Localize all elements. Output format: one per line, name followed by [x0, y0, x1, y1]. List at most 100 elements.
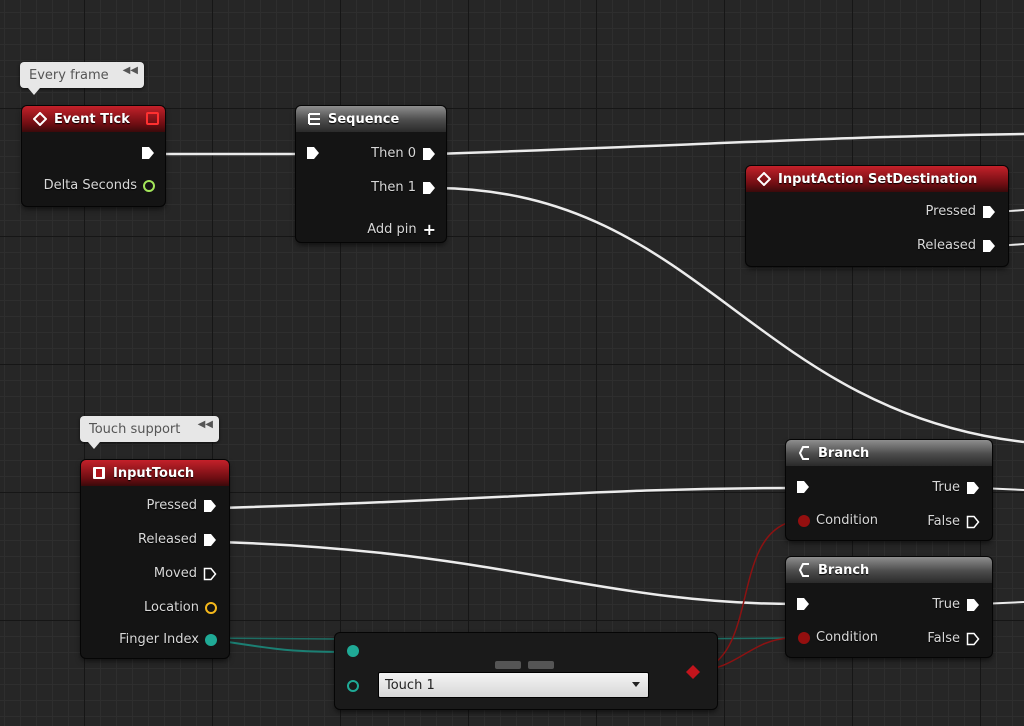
pin-label: Condition [816, 513, 879, 528]
pin-label: Condition [816, 630, 879, 645]
equal-enum-node[interactable]: Touch 1 [335, 633, 717, 709]
exec-pin-icon [307, 147, 319, 159]
add-pin-button[interactable]: Add pin + [367, 219, 436, 239]
chevron-down-icon [632, 682, 640, 687]
exec-input-pin[interactable] [796, 480, 810, 494]
true-pin[interactable]: True [932, 597, 980, 612]
node-title: InputAction SetDestination [778, 171, 978, 187]
exec-pin-outline-icon [966, 515, 980, 528]
exec-output-pin[interactable] [141, 146, 155, 160]
pin-label: Location [144, 600, 199, 615]
node-header: Sequence [296, 106, 446, 132]
node-header: InputTouch [81, 460, 229, 486]
exec-pin-icon [423, 181, 435, 194]
pin-label: True [932, 597, 960, 612]
pressed-pin[interactable]: Pressed [926, 204, 996, 219]
float-pin-icon [143, 179, 155, 192]
exec-pin-icon [967, 481, 979, 494]
node-grip-icon [495, 661, 521, 669]
pin-label: Pressed [146, 498, 197, 513]
exec-pin-icon [204, 533, 216, 546]
collapse-icon[interactable]: ◀◀ [122, 65, 138, 76]
collapse-icon[interactable]: ◀◀ [197, 419, 213, 430]
pin-label: False [927, 631, 960, 646]
exec-pin-icon [983, 239, 995, 252]
comment-bubble-touch-support[interactable]: Touch support ◀◀ [80, 416, 219, 449]
comment-bubble-every-frame[interactable]: Every frame ◀◀ [20, 62, 144, 95]
touch-icon [91, 465, 107, 481]
delegate-pin-icon[interactable] [146, 112, 159, 125]
false-pin[interactable]: False [927, 631, 980, 646]
input-action-node[interactable]: InputAction SetDestination Pressed Relea… [746, 166, 1008, 266]
sequence-node[interactable]: Sequence Then 0 Then 1 Add pin + [296, 106, 446, 242]
bool-pin-icon [798, 514, 810, 527]
exec-pin-icon [797, 481, 809, 493]
finger-index-pin[interactable]: Finger Index [119, 632, 217, 647]
released-pin[interactable]: Released [917, 238, 996, 253]
exec-input-pin[interactable] [796, 597, 810, 611]
pin-label: Add pin [367, 222, 417, 237]
bool-output-pin[interactable] [685, 664, 701, 680]
released-pin[interactable]: Released [138, 532, 217, 547]
node-title: Event Tick [54, 111, 130, 127]
node-header: InputAction SetDestination [746, 166, 1008, 192]
exec-pin-icon [204, 499, 216, 512]
comment-text: Touch support [89, 421, 181, 437]
pin-label: Delta Seconds [43, 178, 137, 193]
location-pin[interactable]: Location [144, 600, 217, 615]
pin-label: Released [916, 238, 976, 253]
node-title: Sequence [328, 111, 400, 127]
then-0-pin[interactable]: Then 0 [371, 146, 436, 161]
exec-pin-icon [983, 205, 995, 218]
true-pin[interactable]: True [932, 480, 980, 495]
exec-input-pin[interactable] [306, 146, 320, 160]
exec-pin-icon [797, 598, 809, 610]
condition-pin[interactable]: Condition [798, 630, 878, 645]
node-title: Branch [818, 445, 870, 461]
touch-index-dropdown[interactable]: Touch 1 [378, 672, 649, 698]
condition-pin[interactable]: Condition [798, 513, 878, 528]
exec-pin-icon [967, 598, 979, 611]
node-header: Event Tick [22, 106, 165, 132]
dropdown-value: Touch 1 [385, 677, 435, 693]
plus-icon: + [422, 219, 436, 239]
pin-label: True [932, 480, 960, 495]
node-header: Branch [786, 440, 992, 466]
exec-wire-then1 [435, 186, 1024, 444]
input-touch-node[interactable]: InputTouch Pressed Released Moved Locati… [81, 460, 229, 658]
exec-wire-released-to-branch [217, 540, 797, 606]
byte-input-pin-a[interactable] [347, 645, 359, 657]
byte-pin-icon [205, 633, 217, 646]
exec-wire-pressed-to-branch [217, 486, 797, 510]
node-title: Branch [818, 562, 870, 578]
event-tick-node[interactable]: Event Tick Delta Seconds [22, 106, 165, 206]
int-wire-finger-index [214, 639, 356, 653]
branch-node-1[interactable]: Branch True Condition False [786, 440, 992, 540]
node-grip-icon [528, 661, 554, 669]
pin-label: Pressed [925, 204, 976, 219]
false-pin[interactable]: False [927, 514, 980, 529]
branch-icon [796, 562, 812, 578]
pin-label: Then 1 [371, 180, 416, 195]
pressed-pin[interactable]: Pressed [147, 498, 217, 513]
pin-label: Moved [153, 566, 197, 581]
exec-pin-outline-icon [203, 567, 217, 580]
moved-pin[interactable]: Moved [154, 566, 217, 581]
pin-label: Released [137, 532, 197, 547]
exec-pin-outline-icon [966, 632, 980, 645]
delta-seconds-pin[interactable]: Delta Seconds [44, 178, 155, 193]
node-header: Branch [786, 557, 992, 583]
node-title: InputTouch [113, 465, 195, 481]
branch-node-2[interactable]: Branch True Condition False [786, 557, 992, 657]
vector-pin-icon [205, 601, 217, 614]
exec-pin-icon [142, 147, 154, 159]
then-1-pin[interactable]: Then 1 [371, 180, 436, 195]
event-diamond-icon [756, 171, 772, 187]
event-diamond-icon [32, 111, 48, 127]
pin-label: False [927, 514, 960, 529]
branch-icon [796, 445, 812, 461]
byte-input-pin-b[interactable] [347, 680, 359, 692]
sequence-icon [306, 111, 322, 127]
exec-wire-then0 [435, 132, 1024, 156]
pin-label: Then 0 [371, 146, 416, 161]
